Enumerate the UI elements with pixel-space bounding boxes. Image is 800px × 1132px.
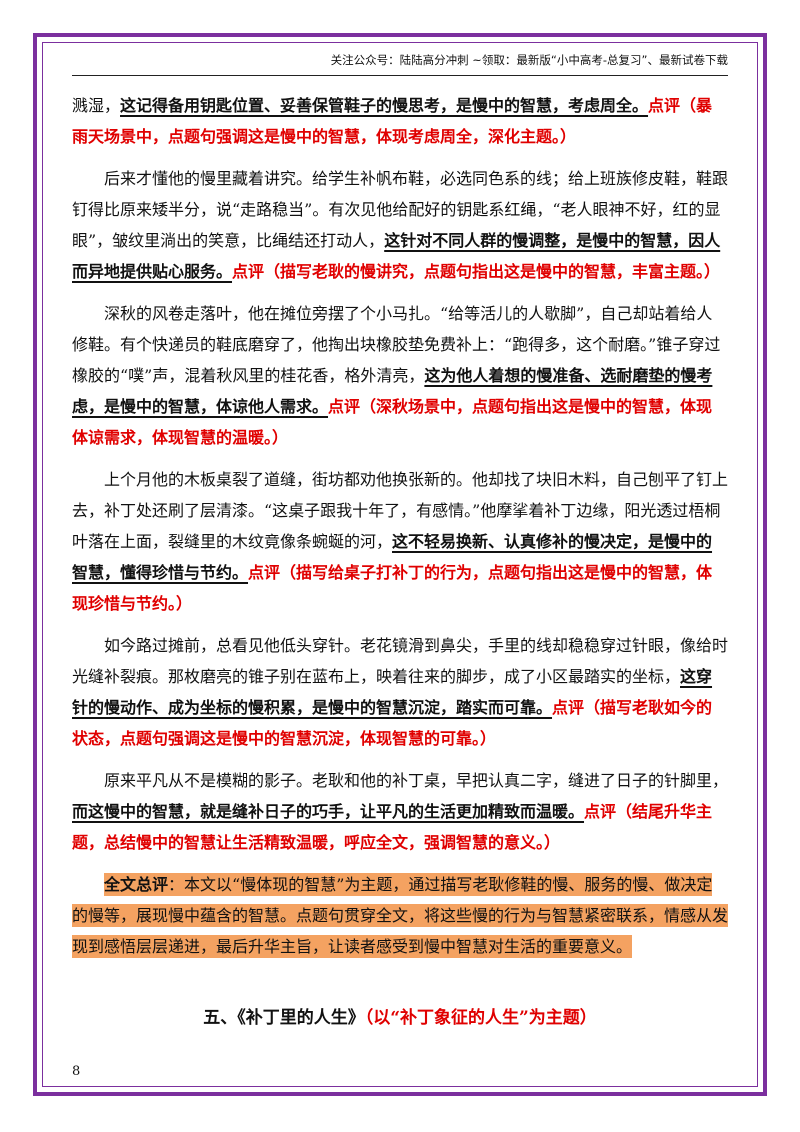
comment-note: 点评（描写老耿如今的状态，点题句强调这是慢中的智慧沉淀，体现智慧的可靠。）: [72, 698, 713, 748]
comment-note: 点评（描写老耿的慢讲究，点题句指出这是慢中的智慧，丰富主题。）: [232, 262, 721, 281]
summary-highlight: 全文总评：本文以“慢体现的智慧”为主题，通过描写老耿修鞋的慢、服务的慢、做决定的…: [72, 873, 729, 958]
page-number: 8: [72, 1064, 81, 1079]
paragraph-text: 深秋的风卷走落叶，他在摊位旁摆了个小马扎。“给等活儿的人歇脚”，自己却站着给人修…: [72, 304, 721, 385]
paragraph-2: 后来才懂他的慢里藏着讲究。给学生补帆布鞋，必选同色系的线；给上班族修皮鞋，鞋跟钉…: [72, 163, 728, 287]
key-sentence: 这穿针的慢动作、成为坐标的慢积累，是慢中的智慧沉淀，踏实而可靠。: [72, 667, 713, 717]
header-divider: [72, 75, 728, 76]
key-sentence: 而这慢中的智慧，就是缝补日子的巧手，让平凡的生活更加精致而温暖。: [72, 802, 585, 821]
comment-note: 点评（暴雨天场景中，点题句强调这是慢中的智慧，体现考虑周全，深化主题。）: [72, 96, 713, 146]
paragraph-text: 上个月他的木板桌裂了道缝，街坊都劝他换张新的。他却找了块旧木料，自己刨平了钉上去…: [72, 470, 729, 551]
summary-text: ：本文以“慢体现的智慧”为主题，通过描写老耿修鞋的慢、服务的慢、做决定的慢等，展…: [72, 875, 729, 956]
paragraph-6: 原来平凡从不是模糊的影子。老耿和他的补丁桌，早把认真二字，缝进了日子的针脚里， 而…: [72, 765, 728, 858]
key-sentence: 这记得备用钥匙位置、妥善保管鞋子的慢思考，是慢中的智慧，考虑周全。: [120, 96, 649, 115]
paragraph-4: 上个月他的木板桌裂了道缝，街坊都劝他换张新的。他却找了块旧木料，自己刨平了钉上去…: [72, 464, 728, 619]
paragraph-3: 深秋的风卷走落叶，他在摊位旁摆了个小马扎。“给等活儿的人歇脚”，自己却站着给人修…: [72, 298, 728, 453]
paragraph-text: 后来才懂他的慢里藏着讲究。给学生补帆布鞋，必选同色系的线；给上班族修皮鞋，鞋跟钉…: [72, 169, 729, 250]
key-sentence: 这针对不同人群的慢调整，是慢中的智慧，因人而异地提供贴心服务。: [72, 231, 721, 281]
page-border-outer: [33, 33, 767, 1096]
summary-paragraph: 全文总评：本文以“慢体现的智慧”为主题，通过描写老耿修鞋的慢、服务的慢、做决定的…: [72, 869, 729, 962]
comment-note: 点评（描写给桌子打补丁的行为，点题句指出这是慢中的智慧，体现珍惜与节约。）: [72, 563, 713, 613]
section-heading: 五、《补丁里的人生》（以“补丁象征的人生”为主题）: [72, 1003, 728, 1028]
paragraph-5: 如今路过摊前，总看见他低头穿针。老花镜滑到鼻尖，手里的线却稳稳穿过针眼，像给时光…: [72, 630, 728, 754]
page-header: 关注公众号：陆陆高分冲刺 ~领取：最新版“小中高考-总复习”、最新试卷下载: [330, 53, 728, 67]
key-sentence: 这为他人着想的慢准备、选耐磨垫的慢考虑，是慢中的智慧，体谅他人需求。: [72, 366, 713, 416]
paragraph-text: 原来平凡从不是模糊的影子。老耿和他的补丁桌，早把认真二字，缝进了日子的针脚里，: [104, 771, 729, 790]
paragraph-text: 如今路过摊前，总看见他低头穿针。老花镜滑到鼻尖，手里的线却稳稳穿过针眼，像给时光…: [72, 636, 729, 686]
article-body: 溅湿，这记得备用钥匙位置、妥善保管鞋子的慢思考，是慢中的智慧，考虑周全。点评（暴…: [72, 90, 729, 973]
paragraph-text: 溅湿，: [72, 96, 121, 115]
summary-label: 全文总评: [104, 875, 169, 894]
paragraph-1: 溅湿，这记得备用钥匙位置、妥善保管鞋子的慢思考，是慢中的智慧，考虑周全。点评（暴…: [72, 90, 728, 152]
comment-note: 点评（结尾升华主题，总结慢中的智慧让生活精致温暖，呼应全文，强调智慧的意义。）: [72, 802, 713, 852]
page-border-inner: [42, 42, 758, 1087]
section-title: 五、《补丁里的人生》: [203, 1008, 365, 1028]
key-sentence: 这不轻易换新、认真修补的慢决定，是慢中的智慧，懂得珍惜与节约。: [72, 532, 713, 582]
section-theme: （以“补丁象征的人生”为主题）: [364, 1008, 597, 1028]
comment-note: 点评（深秋场景中，点题句指出这是慢中的智慧，体现体谅需求，体现智慧的温暖。）: [72, 397, 713, 447]
